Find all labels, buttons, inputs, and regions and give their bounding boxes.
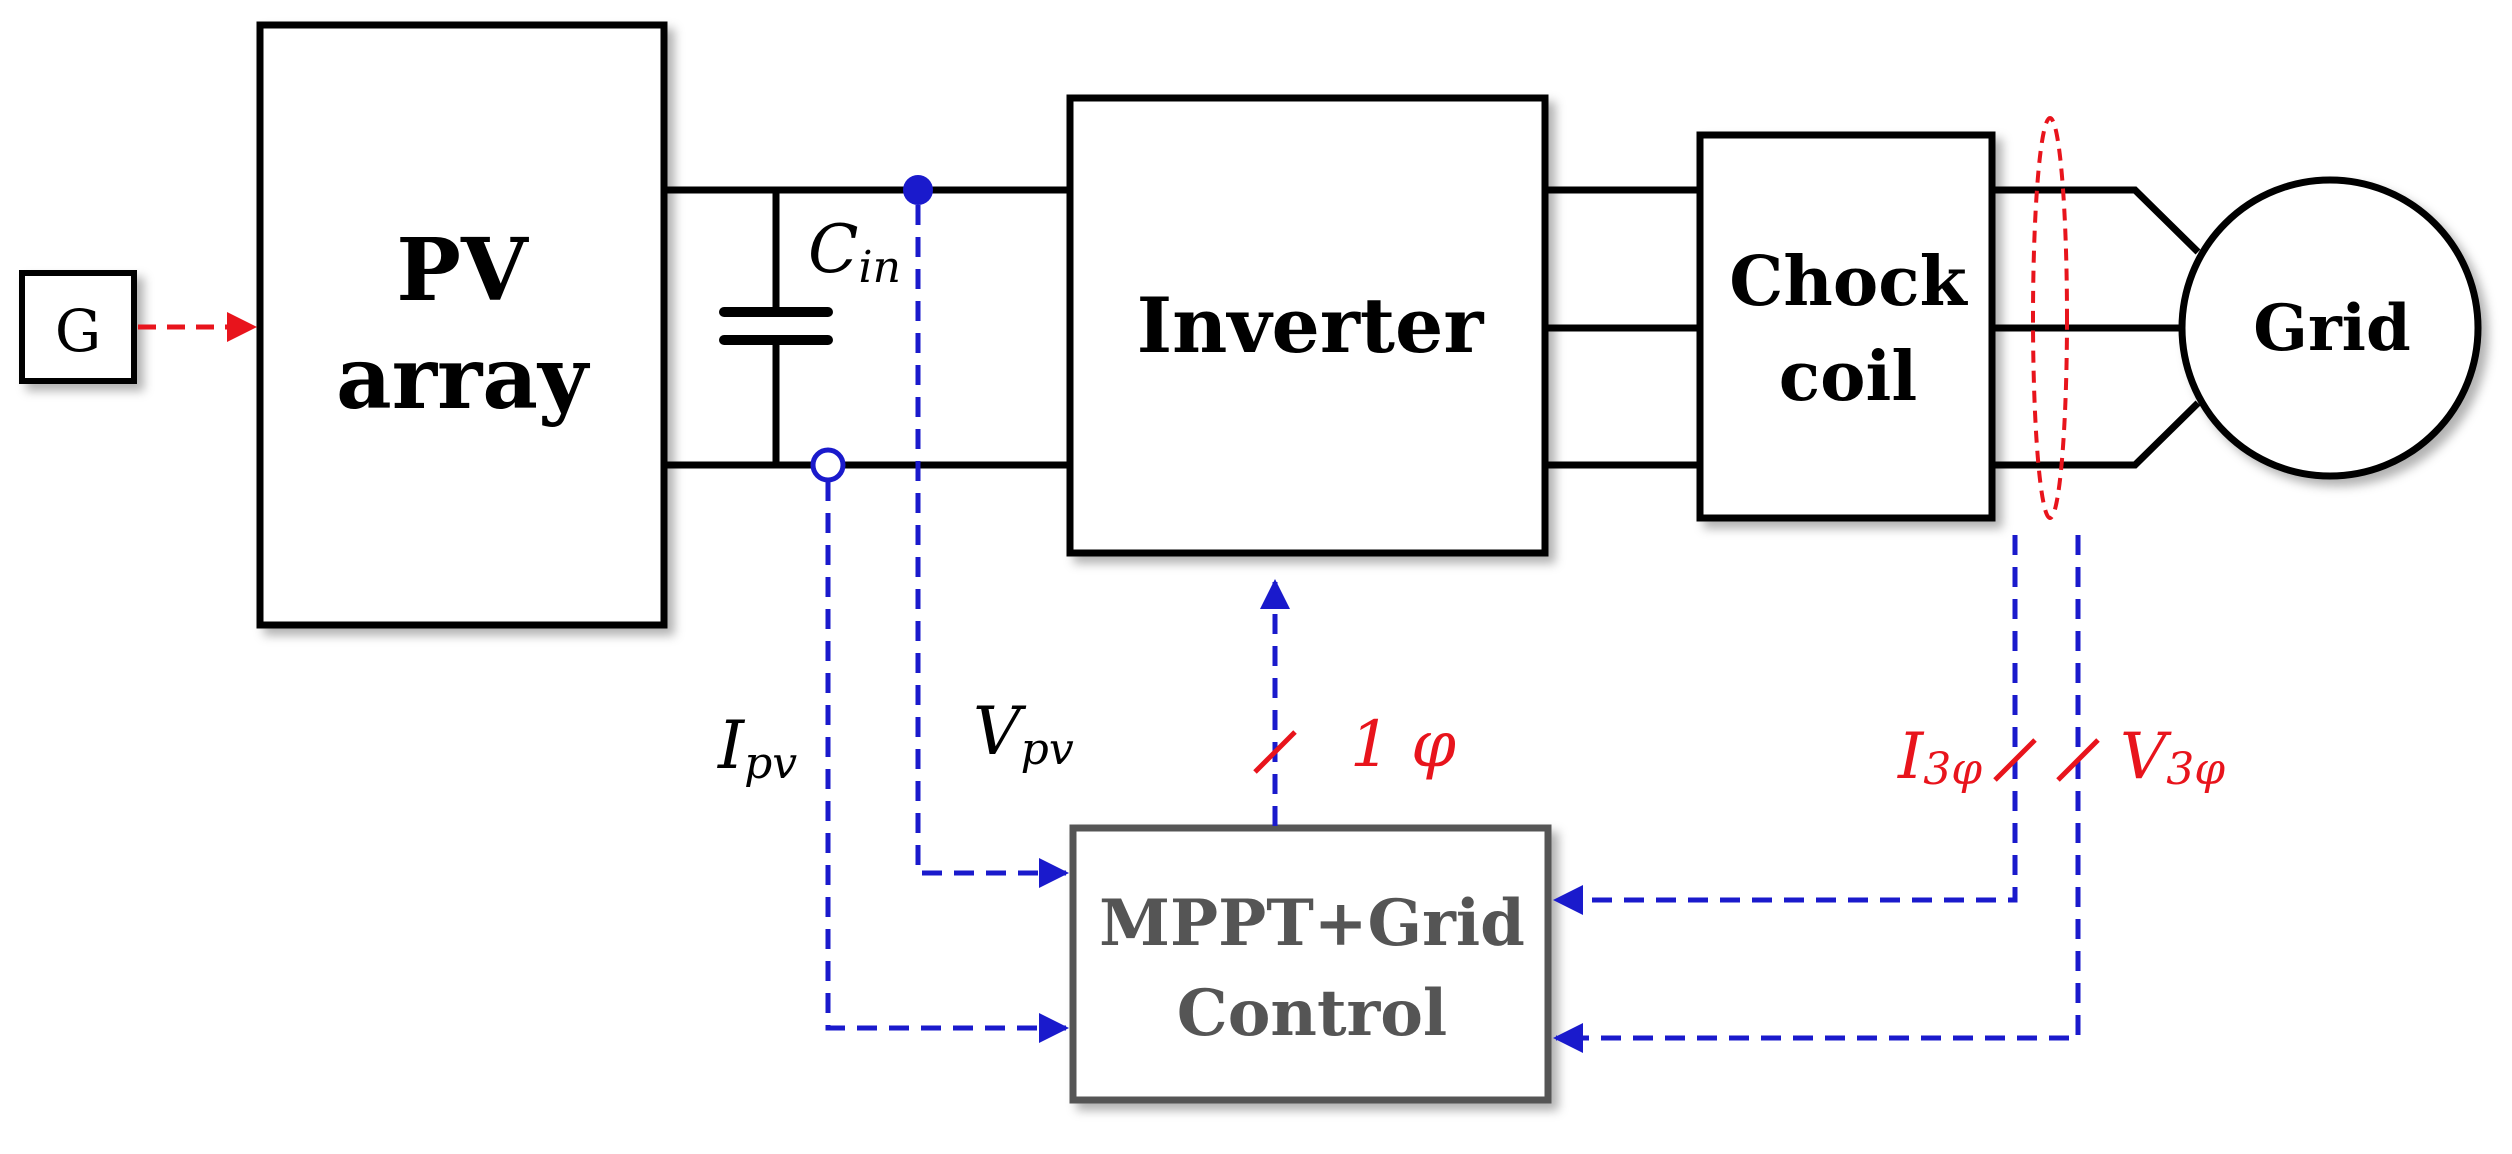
- measurement-ellipse: [2031, 116, 2069, 520]
- current-sense-node: [810, 447, 846, 483]
- single-phase-slash: [1253, 730, 1297, 774]
- i3ph-slash: [1993, 738, 2037, 782]
- v3ph-signal-path: [1553, 535, 2081, 1053]
- ipv-label: Ipv: [717, 707, 797, 789]
- inverter-label: Inverter: [1137, 281, 1485, 370]
- i3ph-label: I3φ: [1897, 720, 1982, 795]
- capacitor-label: Cin: [808, 211, 901, 293]
- capacitor-symbol: [719, 307, 833, 345]
- single-phase-label: 1 φ: [1350, 708, 1456, 782]
- choke-coil-block: Chock coil: [1696, 131, 1996, 522]
- grid-label: Grid: [2253, 291, 2410, 366]
- pv-array-label-line1: PV: [396, 220, 529, 321]
- choke-coil-label-line1: Chock: [1729, 242, 1968, 322]
- voltage-sense-node: [903, 175, 933, 205]
- power-wiring: [664, 186, 2201, 469]
- control-label-line2: Control: [1177, 976, 1447, 1051]
- g-source-label: G: [55, 297, 101, 365]
- signal-paths: [825, 205, 2081, 1053]
- vpv-label: Vpv: [973, 693, 1074, 775]
- choke-coil-label-line2: coil: [1779, 337, 1917, 417]
- v3ph-label: V3φ: [2120, 720, 2225, 795]
- v3ph-slash: [2056, 738, 2100, 782]
- phase-slash-marks: [1253, 730, 2100, 782]
- control-label-line1: MPPT+Grid: [1099, 886, 1525, 961]
- control-block: MPPT+Grid Control: [1069, 824, 1552, 1104]
- i3ph-signal-path: [1553, 535, 2018, 915]
- inverter-block: Inverter: [1066, 94, 1549, 557]
- ipv-signal-path: [825, 481, 1069, 1043]
- grid-block: Grid: [2178, 176, 2482, 480]
- pv-array-label-line2: array: [336, 328, 591, 429]
- g-source-block: G: [19, 270, 137, 384]
- pv-array-block: PV array: [256, 21, 668, 629]
